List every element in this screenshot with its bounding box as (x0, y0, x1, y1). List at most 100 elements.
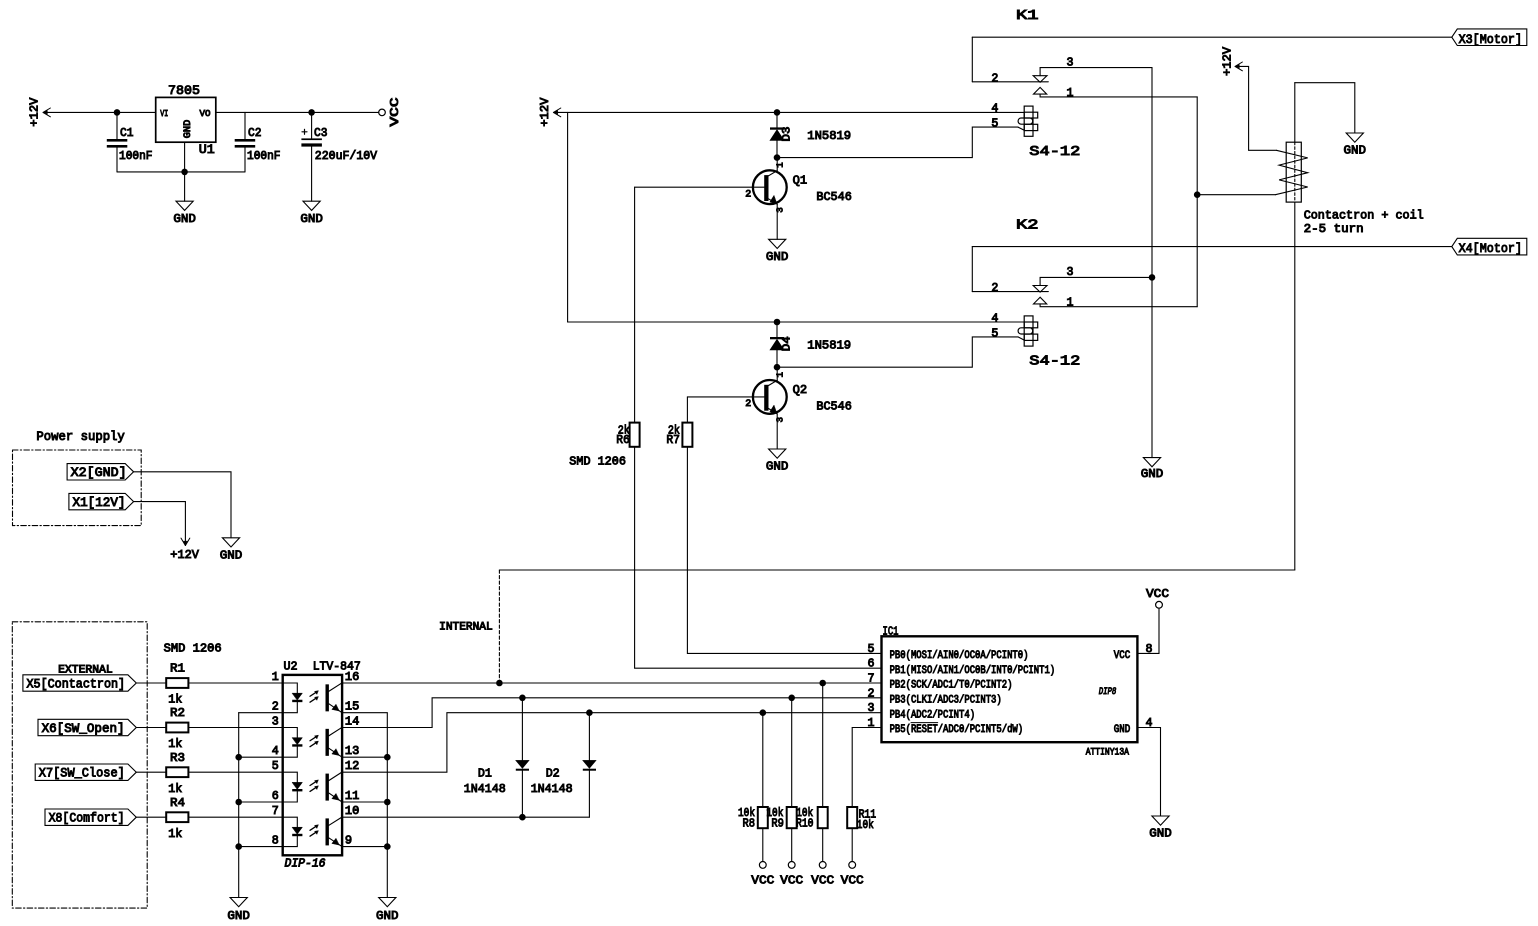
svg-text:GND: GND (766, 250, 789, 264)
svg-text:D1: D1 (478, 767, 492, 781)
svg-text:5: 5 (991, 326, 998, 340)
svg-text:3: 3 (775, 207, 786, 213)
svg-text:BC546: BC546 (816, 190, 851, 204)
svg-text:C1: C1 (120, 126, 134, 140)
svg-text:D4: D4 (782, 336, 794, 351)
svg-text:1N4148: 1N4148 (531, 782, 573, 796)
svg-text:2: 2 (991, 71, 998, 85)
svg-text:IC1: IC1 (883, 624, 899, 638)
svg-text:12: 12 (345, 759, 359, 773)
svg-text:PB0(MOSI/AIN0/OC0A/PCINT0): PB0(MOSI/AIN0/OC0A/PCINT0) (890, 650, 1029, 662)
svg-text:2: 2 (991, 281, 998, 295)
svg-text:10: 10 (345, 804, 359, 818)
svg-text:R10: R10 (796, 817, 814, 831)
svg-text:1N5819: 1N5819 (807, 129, 851, 143)
svg-text:5: 5 (991, 117, 998, 131)
svg-text:VO: VO (200, 108, 211, 119)
svg-text:GND: GND (1114, 724, 1131, 736)
svg-text:PB5(RESET/ADC0/PCINT5/dW): PB5(RESET/ADC0/PCINT5/dW) (890, 724, 1024, 736)
svg-text:10k: 10k (766, 806, 783, 820)
svg-text:R8: R8 (743, 817, 756, 831)
svg-text:4: 4 (1146, 716, 1153, 730)
svg-text:Power supply: Power supply (36, 430, 125, 444)
svg-text:3: 3 (868, 701, 875, 715)
svg-text:2-5 turn: 2-5 turn (1304, 222, 1364, 236)
svg-text:1N4148: 1N4148 (464, 782, 506, 796)
svg-text:1k: 1k (168, 782, 182, 796)
svg-text:4: 4 (991, 102, 998, 116)
svg-text:6: 6 (272, 789, 279, 803)
svg-text:VI: VI (160, 108, 168, 119)
svg-text:R4: R4 (170, 796, 185, 810)
svg-text:GND: GND (1141, 467, 1164, 481)
svg-text:220uF/10V: 220uF/10V (315, 149, 378, 163)
svg-text:8: 8 (1146, 642, 1153, 656)
svg-text:2: 2 (868, 686, 875, 700)
svg-text:1k: 1k (168, 737, 182, 751)
svg-text:BC546: BC546 (816, 400, 851, 414)
svg-text:10k: 10k (857, 818, 874, 832)
svg-text:5: 5 (868, 642, 875, 656)
svg-text:ATTINY13A: ATTINY13A (1086, 748, 1129, 759)
svg-text:S4-12: S4-12 (1029, 144, 1080, 160)
svg-text:GND: GND (1344, 144, 1367, 158)
svg-text:100nF: 100nF (247, 149, 281, 163)
svg-text:1k: 1k (168, 693, 182, 707)
svg-text:+12V: +12V (1221, 46, 1235, 76)
svg-text:X3[Motor]: X3[Motor] (1459, 33, 1522, 47)
svg-text:13: 13 (345, 744, 359, 758)
svg-text:2k: 2k (618, 423, 630, 437)
svg-text:15: 15 (345, 700, 359, 714)
svg-text:5: 5 (272, 759, 279, 773)
svg-text:PB4(ADC2/PCINT4): PB4(ADC2/PCINT4) (890, 709, 975, 721)
svg-text:1k: 1k (168, 827, 182, 841)
svg-text:1: 1 (775, 372, 786, 378)
svg-text:GND: GND (227, 909, 250, 923)
svg-text:X8[Comfort]: X8[Comfort] (49, 812, 125, 826)
svg-text:VCC: VCC (841, 873, 864, 887)
svg-text:2k: 2k (668, 423, 680, 437)
svg-text:R11: R11 (859, 807, 877, 821)
svg-text:GND: GND (376, 909, 399, 923)
svg-text:8: 8 (272, 834, 279, 848)
svg-text:14: 14 (345, 715, 359, 729)
svg-text:SMD 1206: SMD 1206 (164, 641, 222, 655)
svg-text:1: 1 (775, 162, 786, 168)
svg-text:VCC: VCC (388, 98, 402, 127)
svg-text:1N5819: 1N5819 (807, 339, 851, 353)
svg-text:4: 4 (272, 744, 279, 758)
svg-text:INTERNAL: INTERNAL (439, 621, 493, 633)
svg-text:X1[12V]: X1[12V] (73, 496, 126, 510)
svg-text:1: 1 (1067, 86, 1074, 100)
svg-text:C2: C2 (248, 126, 262, 140)
svg-text:K1: K1 (1016, 8, 1039, 24)
svg-text:PB2(SCK/ADC1/T0/PCINT2): PB2(SCK/ADC1/T0/PCINT2) (890, 680, 1013, 692)
svg-text:100nF: 100nF (119, 149, 153, 163)
svg-text:PB1(MISO/AIN1/OC0B/INT0/PCINT1: PB1(MISO/AIN1/OC0B/INT0/PCINT1) (890, 665, 1056, 677)
svg-text:Q2: Q2 (793, 383, 808, 397)
svg-text:9: 9 (345, 834, 352, 848)
svg-text:K2: K2 (1016, 218, 1039, 234)
svg-text:GND: GND (300, 212, 323, 226)
svg-text:R3: R3 (170, 751, 185, 765)
svg-text:7805: 7805 (168, 83, 200, 98)
svg-text:U1: U1 (199, 142, 215, 157)
svg-text:X2[GND]: X2[GND] (71, 466, 127, 480)
svg-text:LTV-847: LTV-847 (313, 660, 361, 674)
svg-text:DIP-16: DIP-16 (285, 857, 326, 871)
svg-text:2: 2 (272, 700, 279, 714)
svg-text:D3: D3 (782, 127, 794, 142)
svg-text:10k: 10k (796, 806, 813, 820)
svg-text:GND: GND (173, 212, 196, 226)
svg-text:X4[Motor]: X4[Motor] (1459, 242, 1522, 256)
svg-text:2: 2 (745, 190, 751, 201)
svg-text:GND: GND (183, 120, 194, 139)
svg-text:EXTERNAL: EXTERNAL (58, 665, 113, 677)
svg-text:7: 7 (272, 804, 279, 818)
svg-text:R7: R7 (666, 433, 680, 447)
svg-text:R2: R2 (170, 706, 185, 720)
svg-text:C3: C3 (314, 126, 328, 140)
svg-text:X5[Contactron]: X5[Contactron] (27, 677, 126, 691)
svg-text:GND: GND (766, 460, 789, 474)
svg-text:Q1: Q1 (793, 174, 808, 188)
